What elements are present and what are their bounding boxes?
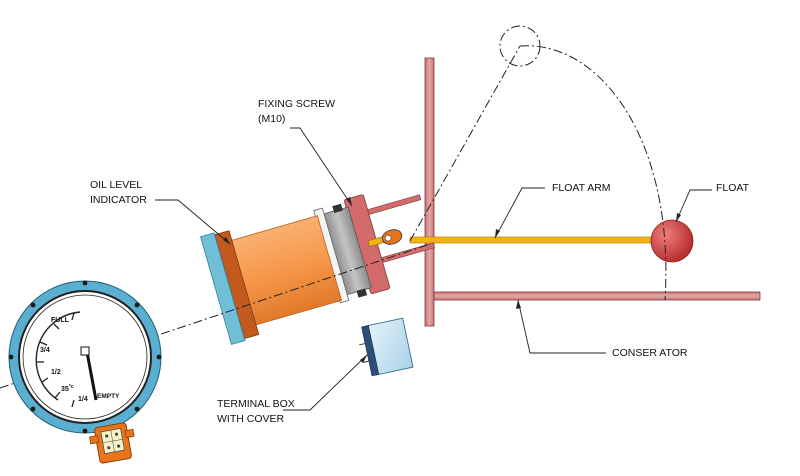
leader-lines xyxy=(155,127,712,411)
label-fixing-screw-line2: (M10) xyxy=(258,113,286,125)
label-fixing-screw-line1: FIXING SCREW xyxy=(258,98,336,110)
label-terminal-box: TERMINAL BOX WITH COVER xyxy=(217,397,295,427)
float-ball xyxy=(650,219,694,263)
label-fixing-screw: FIXING SCREW (M10) xyxy=(258,97,335,127)
label-oil-level-line1: OIL LEVEL xyxy=(90,179,143,191)
fixing-screw-bottom xyxy=(356,288,368,298)
float-arm-rod xyxy=(409,236,661,244)
gauge-label-three-quarter: 3/4 xyxy=(40,347,50,354)
indicator-glass xyxy=(200,232,246,345)
label-terminal-box-line1: TERMINAL BOX xyxy=(217,398,295,410)
terminal-box xyxy=(359,317,414,377)
label-conservator: CONSER ATOR xyxy=(612,347,688,359)
indicator-assembly xyxy=(200,194,436,345)
label-float: FLOAT xyxy=(716,182,750,194)
conservator-pipe xyxy=(433,291,761,301)
tank-wall xyxy=(424,57,435,327)
gauge-connector xyxy=(89,422,135,464)
gauge-label-empty: EMPTY xyxy=(97,393,120,400)
dial-gauge: FULL 3/4 1/2 35°c 1/4 EMPTY xyxy=(8,280,162,434)
gauge-label-temperature: 35°c xyxy=(61,384,74,393)
gauge-label-quarter: 1/4 xyxy=(78,396,88,403)
gauge-label-half: 1/2 xyxy=(51,369,61,376)
label-oil-level-indicator: OIL LEVEL INDICATOR xyxy=(90,178,147,208)
label-float-arm: FLOAT ARM xyxy=(552,182,611,194)
label-oil-level-line2: INDICATOR xyxy=(90,194,147,206)
gauge-label-full: FULL xyxy=(51,317,70,324)
fixing-screw-top xyxy=(332,203,343,214)
label-terminal-box-line2: WITH COVER xyxy=(217,413,285,425)
